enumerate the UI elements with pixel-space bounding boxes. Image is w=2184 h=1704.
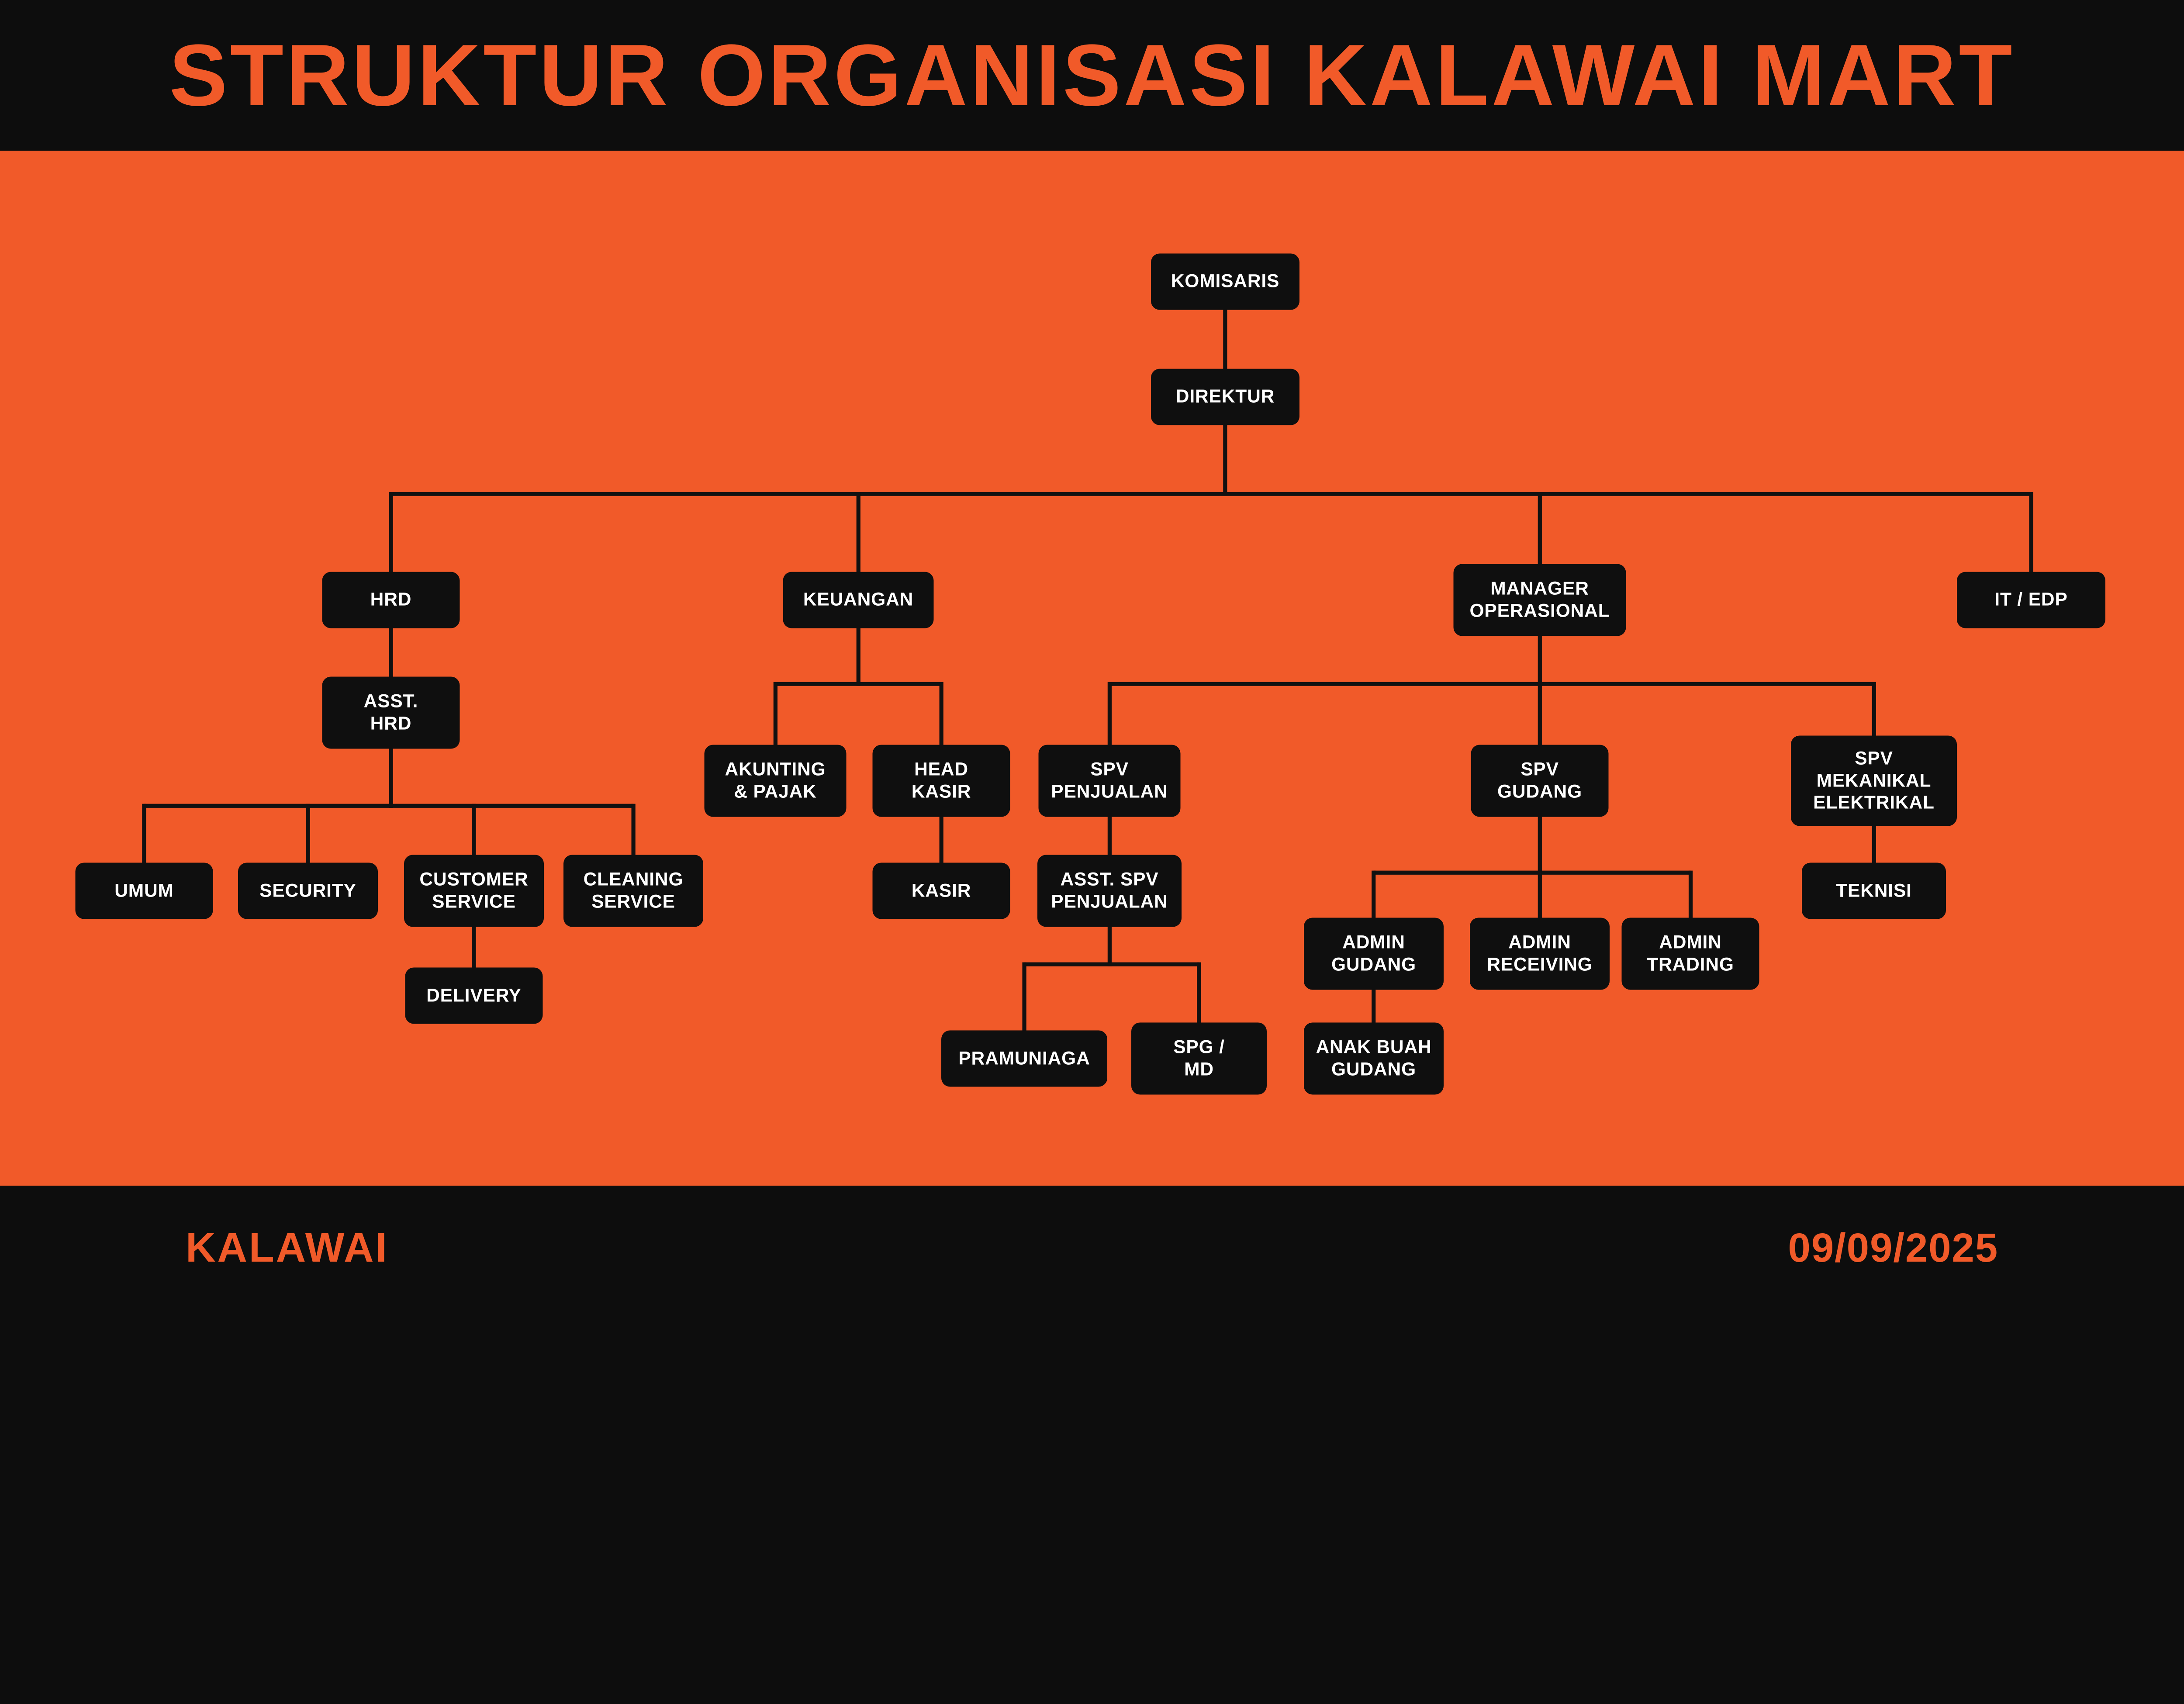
header-bar: STRUKTUR ORGANISASI KALAWAI MART bbox=[0, 0, 2184, 151]
org-node-spv-mekanikal-elektrikal: SPV MEKANIKAL ELEKTRIKAL bbox=[1791, 735, 1957, 826]
org-node-admin-receiving: ADMIN RECEIVING bbox=[1470, 918, 1610, 990]
org-node-cleaning-service: CLEANING SERVICE bbox=[563, 855, 703, 927]
org-node-anak-buah-gudang: ANAK BUAH GUDANG bbox=[1304, 1022, 1444, 1095]
org-node-spv-penjualan: SPV PENJUALAN bbox=[1038, 745, 1181, 817]
date-label: 09/09/2025 bbox=[1788, 1225, 1998, 1271]
org-node-admin-gudang: ADMIN GUDANG bbox=[1304, 918, 1444, 990]
org-node-teknisi: TEKNISI bbox=[1802, 862, 1946, 919]
org-connector-lines bbox=[142, 307, 2033, 1036]
org-node-customer-service: CUSTOMER SERVICE bbox=[404, 855, 544, 927]
footer-bar: KALAWAI 09/09/2025 bbox=[0, 1186, 2184, 1311]
org-node-it-edp: IT / EDP bbox=[1957, 572, 2105, 628]
org-node-head-kasir: HEAD KASIR bbox=[872, 745, 1010, 817]
org-node-spv-gudang: SPV GUDANG bbox=[1471, 745, 1609, 817]
org-node-pramuniaga: PRAMUNIAGA bbox=[941, 1030, 1107, 1087]
org-node-akunting-pajak: AKUNTING & PAJAK bbox=[704, 745, 847, 817]
org-node-umum: UMUM bbox=[75, 862, 213, 919]
org-node-security: SECURITY bbox=[238, 862, 378, 919]
org-node-admin-trading: ADMIN TRADING bbox=[1621, 918, 1759, 990]
org-chart-canvas: KOMISARIS DIREKTUR HRD KEUANGAN MANAGER … bbox=[0, 0, 2184, 1311]
page-title: STRUKTUR ORGANISASI KALAWAI MART bbox=[169, 26, 2015, 124]
org-node-keuangan: KEUANGAN bbox=[783, 572, 934, 628]
org-node-manager-operasional: MANAGER OPERASIONAL bbox=[1453, 564, 1626, 636]
org-node-kasir: KASIR bbox=[872, 862, 1010, 919]
org-node-spg-md: SPG / MD bbox=[1131, 1022, 1267, 1095]
org-node-direktur: DIREKTUR bbox=[1151, 369, 1299, 425]
org-node-asst-spv-penjualan: ASST. SPV PENJUALAN bbox=[1037, 855, 1182, 927]
org-node-komisaris: KOMISARIS bbox=[1151, 253, 1299, 310]
org-node-asst-hrd: ASST. HRD bbox=[322, 676, 460, 749]
org-node-hrd: HRD bbox=[322, 572, 460, 628]
org-node-delivery: DELIVERY bbox=[405, 967, 543, 1024]
brand-logo: KALAWAI bbox=[186, 1225, 389, 1271]
